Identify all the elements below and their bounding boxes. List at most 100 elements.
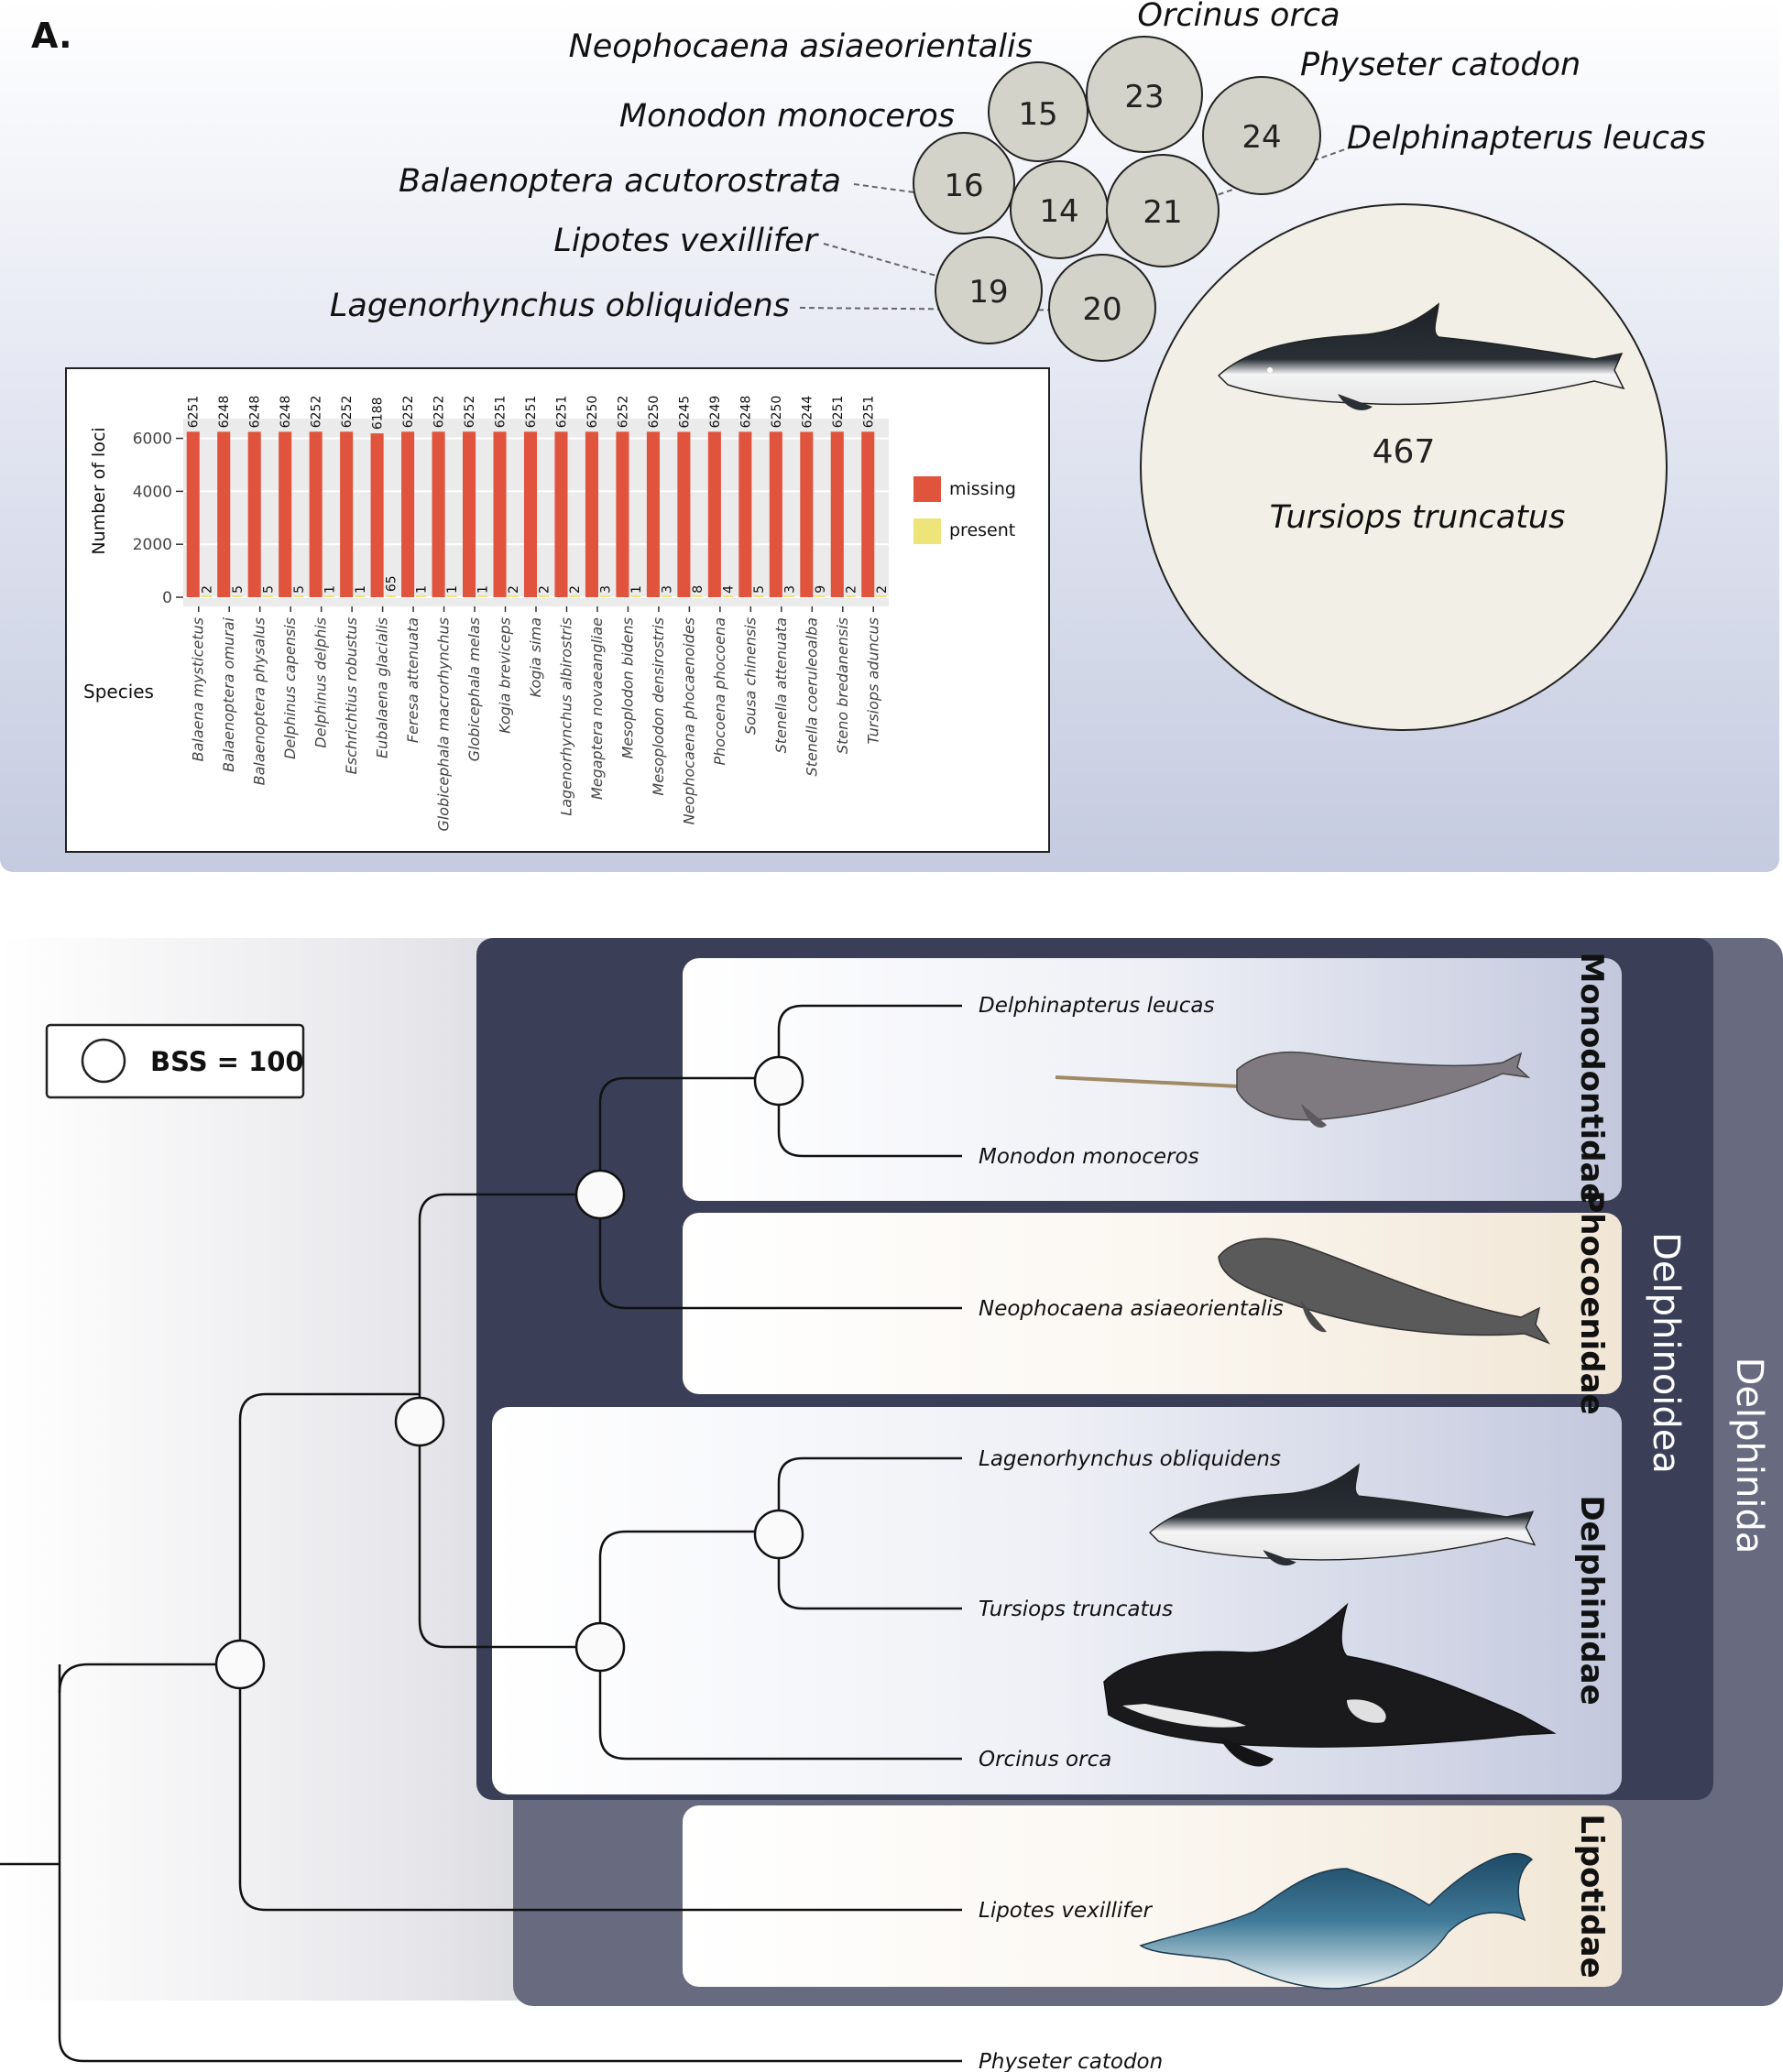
bar-data-label: 6252 [432,396,447,429]
bar-missing [463,431,476,597]
bar-present [262,595,273,597]
bubble-physeter [1202,76,1321,195]
bar-present [753,595,764,597]
family-box-monodontidae [683,958,1622,1201]
bar-data-label: 2 [875,585,890,594]
chart-bars: 6251262485624856248562521625216188656252… [186,396,890,597]
bar-data-label: 1 [445,585,460,594]
bar-missing [340,431,354,597]
bar-present [446,595,457,597]
species-label: Monodon monoceros [619,98,955,135]
x-tick-label: Balaena mysticetus [190,617,207,761]
bar-present [722,595,734,597]
bar-data-label: 6188 [371,397,386,430]
bar-data-label: 2 [844,585,859,594]
bar-data-label: 1 [415,585,430,594]
bar-data-label: 6248 [217,396,232,429]
bar-data-label: 2 [507,585,521,594]
bar-present [661,595,673,597]
bar-missing [861,431,875,597]
tree-node [753,1509,804,1560]
bubble-tursiops [1140,203,1668,731]
legend-swatch-missing [913,476,941,502]
bar-data-label: 6251 [554,396,569,429]
bar-data-label: 8 [691,585,706,594]
bar-missing [707,431,721,597]
bar-missing [523,431,538,597]
tree-node [574,1621,626,1673]
taxon-labels: Delphinapterus leucas Monodon monoceros … [979,994,1284,2072]
bar-data-label: 4 [722,585,737,594]
bar-present [508,595,519,597]
clade-label-delphinoidea: Delphinoidea [1645,1232,1687,1474]
y-axis-label: Number of loci [89,427,109,554]
bss-node-icon [81,1038,126,1084]
bubble-value: 20 [1082,291,1121,328]
family-box-phocoenidae [683,1213,1622,1394]
bar-missing [769,431,782,597]
bar-data-label: 2 [538,585,552,594]
x-tick-label: Balaenoptera omurai [220,616,237,771]
x-tick-label: Feresa attenuata [404,617,421,743]
bss-legend: BSS = 100 [45,1023,305,1099]
bar-data-label: 6251 [861,396,876,429]
bar-data-label: 6250 [770,396,784,429]
bar-data-label: 6245 [677,396,692,429]
bubble-value: 23 [1124,79,1164,115]
bar-data-label: 5 [231,585,246,594]
bar-present [815,595,826,597]
bar-data-label: 6252 [463,396,477,429]
family-label-monodontidae: Monodontidae [1573,953,1610,1205]
bar-present [539,595,550,597]
bar-present [876,595,887,597]
bar-missing [370,433,384,597]
bar-data-label: 1 [323,585,337,594]
species-label: Delphinapterus leucas [1347,120,1706,157]
family-labels: Monodontidae Phocoenidae Delphinidae Lip… [1573,953,1610,1979]
bubble-monodon [988,61,1088,162]
porpoise-illustration [1218,1238,1551,1345]
bar-missing [677,431,691,597]
x-axis-tick-labels: Balaena mysticetus Balaenoptera omurai Bal… [190,606,881,832]
bar-data-label: 5 [752,585,767,594]
x-tick-label: Balaenoptera physalus [251,617,268,785]
bar-missing [800,431,814,597]
taxon-label: Monodon monoceros [979,1145,1199,1169]
bar-missing [616,431,629,597]
orca-illustration [1103,1602,1557,1767]
taxon-label: Lagenorhynchus obliquidens [979,1447,1281,1471]
clade-label-delphinida: Delphinida [1728,1358,1770,1554]
bar-present [293,595,304,597]
panel-a-label: A. [31,16,72,56]
bubble-group [913,36,1668,731]
bar-present [355,595,366,597]
bar-data-label: 6251 [524,396,539,429]
bar-data-label: 5 [261,585,276,594]
x-tick-label: Delphinus delphis [312,617,330,748]
bar-data-label: 6251 [187,396,202,429]
bar-missing [247,431,261,597]
bar-data-label: 6250 [647,396,662,429]
bar-data-label: 5 [292,585,307,594]
bar-missing [830,431,844,597]
bubble-species-labels: Monodon monoceros Orcinus orca Physeter … [330,0,1706,536]
bar-data-label: 6244 [800,396,815,429]
y-tick-label: 6000 [133,431,172,449]
bar-data-label: 2 [200,585,214,594]
x-tick-label: Kogia breviceps [497,617,514,734]
x-tick-label: Megaptera novaeangliae [588,617,606,800]
chart-legend: missing present [913,476,1016,544]
bar-present [385,595,396,597]
narwhal-illustration [1055,1051,1531,1129]
x-tick-label: Neophocaena phocaenoides [680,617,697,824]
legend-label-missing: missing [949,479,1016,499]
family-label-lipotidae: Lipotidae [1573,1814,1610,1978]
bubble-values: 15 23 24 16 14 21 19 20 467 [944,79,1435,471]
bar-data-label: 1 [476,585,491,594]
bar-data-label: 1 [354,585,368,594]
species-label: Balaenoptera acutorostrata [399,163,841,200]
species-label: Lagenorhynchus obliquidens [330,288,790,324]
bar-missing [401,431,415,597]
bubble-lipotes [935,236,1043,344]
family-label-phocoenidae: Phocoenidae [1573,1190,1610,1414]
